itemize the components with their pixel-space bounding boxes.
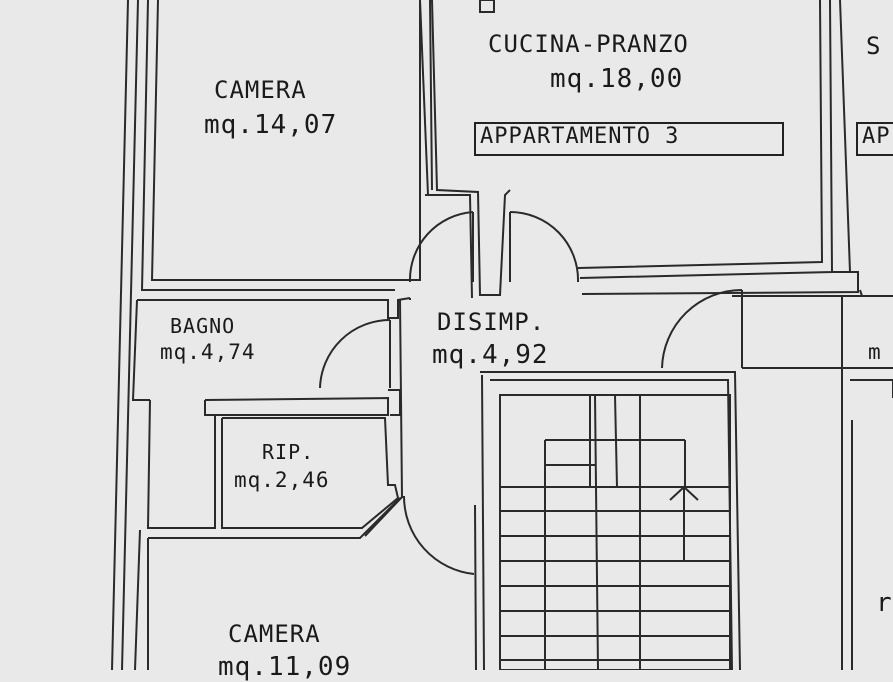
camera-top-area: mq.14,07 [204, 110, 338, 140]
cucina-name: CUCINA-PRANZO [488, 30, 689, 58]
door-arc-top-right [509, 211, 580, 283]
rip-area: mq.2,46 [234, 468, 330, 492]
camera-top-name: CAMERA [214, 76, 307, 104]
camera-bottom-name: CAMERA [228, 620, 321, 648]
outer-wall-left-inner [121, 0, 139, 670]
right-partial-mid-text: m [868, 340, 882, 364]
cucina-area: mq.18,00 [550, 64, 684, 94]
door-arc-right [661, 289, 743, 369]
outer-wall-left [111, 0, 129, 670]
rip-wall [221, 417, 400, 529]
camera-bottom-area: mq.11,09 [218, 652, 352, 682]
camera-bottom-wall [148, 497, 401, 539]
disimp-name: DISIMP. [437, 308, 546, 336]
appartamento-label-right: AP [856, 122, 893, 156]
door-arc-top-left [408, 211, 474, 283]
right-partial-top-name: S [866, 32, 882, 60]
bagno-wall [137, 297, 411, 319]
door-arc-rip [402, 495, 475, 575]
rip-name: RIP. [262, 440, 315, 464]
cucina-wall [429, 0, 433, 191]
camera-top-wall [150, 0, 421, 281]
disimp-area: mq.4,92 [432, 340, 549, 370]
appartamento-label: APPARTAMENTO 3 [474, 122, 784, 156]
right-partial-low-text: r [876, 588, 893, 618]
bagno-name: BAGNO [170, 314, 236, 338]
door-arc-bagno [319, 319, 391, 389]
bagno-area: mq.4,74 [160, 340, 256, 364]
